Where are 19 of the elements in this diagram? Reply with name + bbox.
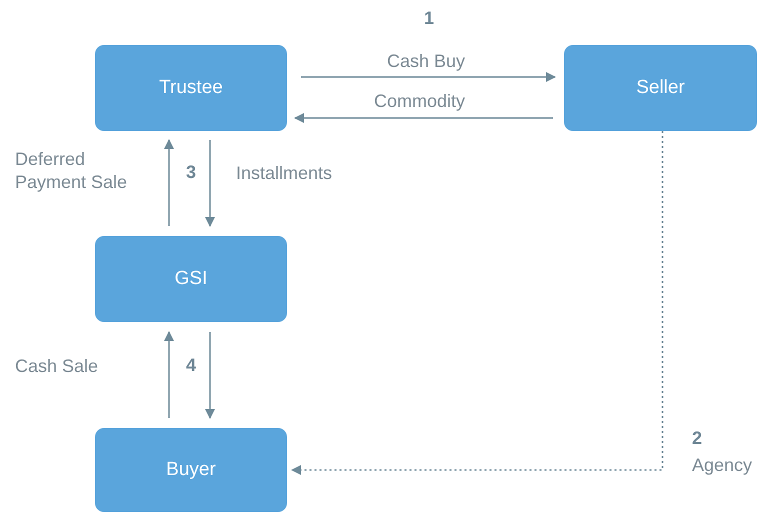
arrow	[294, 113, 553, 123]
node-label: Seller	[636, 77, 685, 99]
node-label: Trustee	[159, 77, 223, 99]
arrow	[301, 72, 556, 82]
process-box	[95, 45, 287, 131]
step-number: 2	[692, 428, 702, 449]
process-box	[564, 45, 757, 131]
node-label: Buyer	[166, 459, 216, 481]
arrow	[164, 139, 174, 226]
process-box	[95, 428, 287, 512]
step-number: 4	[186, 355, 196, 376]
node-label: GSI	[174, 268, 208, 290]
arrow	[205, 140, 215, 227]
arrow	[291, 131, 664, 475]
step-number: 3	[186, 162, 196, 183]
process-box	[95, 236, 287, 322]
arrow	[164, 331, 174, 418]
arrow	[205, 332, 215, 419]
step-number: 1	[424, 8, 434, 29]
